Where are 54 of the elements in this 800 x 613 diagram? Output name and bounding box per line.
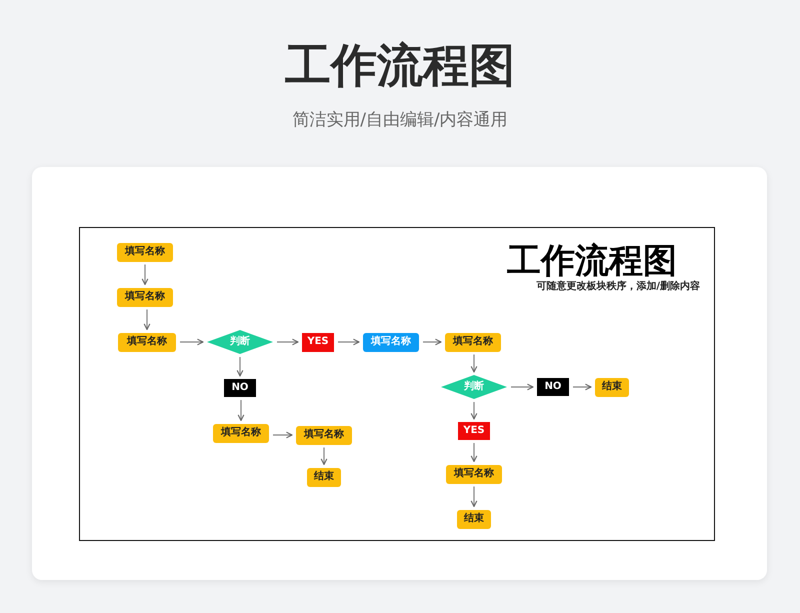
process-box [458, 422, 490, 440]
arrow [511, 384, 534, 390]
decision-diamond [207, 330, 273, 354]
node-label: NO [544, 382, 562, 392]
process-box [302, 332, 334, 352]
decision-diamond [441, 375, 507, 399]
page-title: 工作流程图 [284, 40, 516, 91]
node-label: 填写名称 [371, 337, 411, 347]
arrow [144, 310, 150, 330]
arrow [470, 443, 478, 462]
node-label: 填写名称 [221, 428, 261, 438]
node-label: 判断 [230, 337, 250, 347]
process-box [457, 510, 491, 528]
node-label: YES [463, 426, 485, 436]
arrow [573, 384, 592, 390]
process-box [296, 426, 352, 444]
arrow [320, 448, 328, 466]
arrow [236, 357, 244, 377]
arrow [470, 486, 478, 508]
node-label: 填写名称 [125, 292, 165, 302]
note-text: 可随意更改板块秩序，添加/删除内容 [535, 281, 700, 292]
node-label: 判断 [464, 382, 484, 392]
node-label: 填写名称 [127, 337, 167, 347]
process-box [537, 378, 569, 396]
arrow [423, 338, 442, 346]
process-box [117, 288, 173, 306]
node-label: 填写名称 [304, 430, 344, 440]
arrow [338, 338, 360, 346]
process-box [213, 424, 269, 442]
process-box [118, 332, 176, 352]
heading-text: 工作流程图 [506, 243, 677, 280]
process-box [363, 332, 419, 352]
subtitle: 简洁实用/自由编辑/内容通用 [291, 111, 509, 130]
node-label: 填写名称 [454, 469, 494, 479]
node-label: 结束 [602, 382, 622, 392]
process-box [224, 379, 256, 397]
process-box [446, 464, 502, 484]
arrow [470, 402, 478, 420]
arrow [180, 338, 204, 346]
arrow [238, 400, 244, 422]
node-label: YES [307, 337, 329, 347]
node-label: 结束 [464, 514, 484, 524]
node-label: 填写名称 [453, 337, 493, 347]
arrow [470, 354, 478, 373]
node-label: 填写名称 [125, 247, 165, 257]
arrow [142, 264, 148, 286]
process-box [117, 242, 173, 262]
process-box [307, 468, 341, 486]
process-box [445, 332, 501, 352]
arrow [273, 432, 293, 438]
node-label: NO [232, 383, 248, 393]
node-label: 结束 [314, 472, 334, 482]
process-box [595, 378, 629, 396]
arrow [277, 338, 299, 346]
